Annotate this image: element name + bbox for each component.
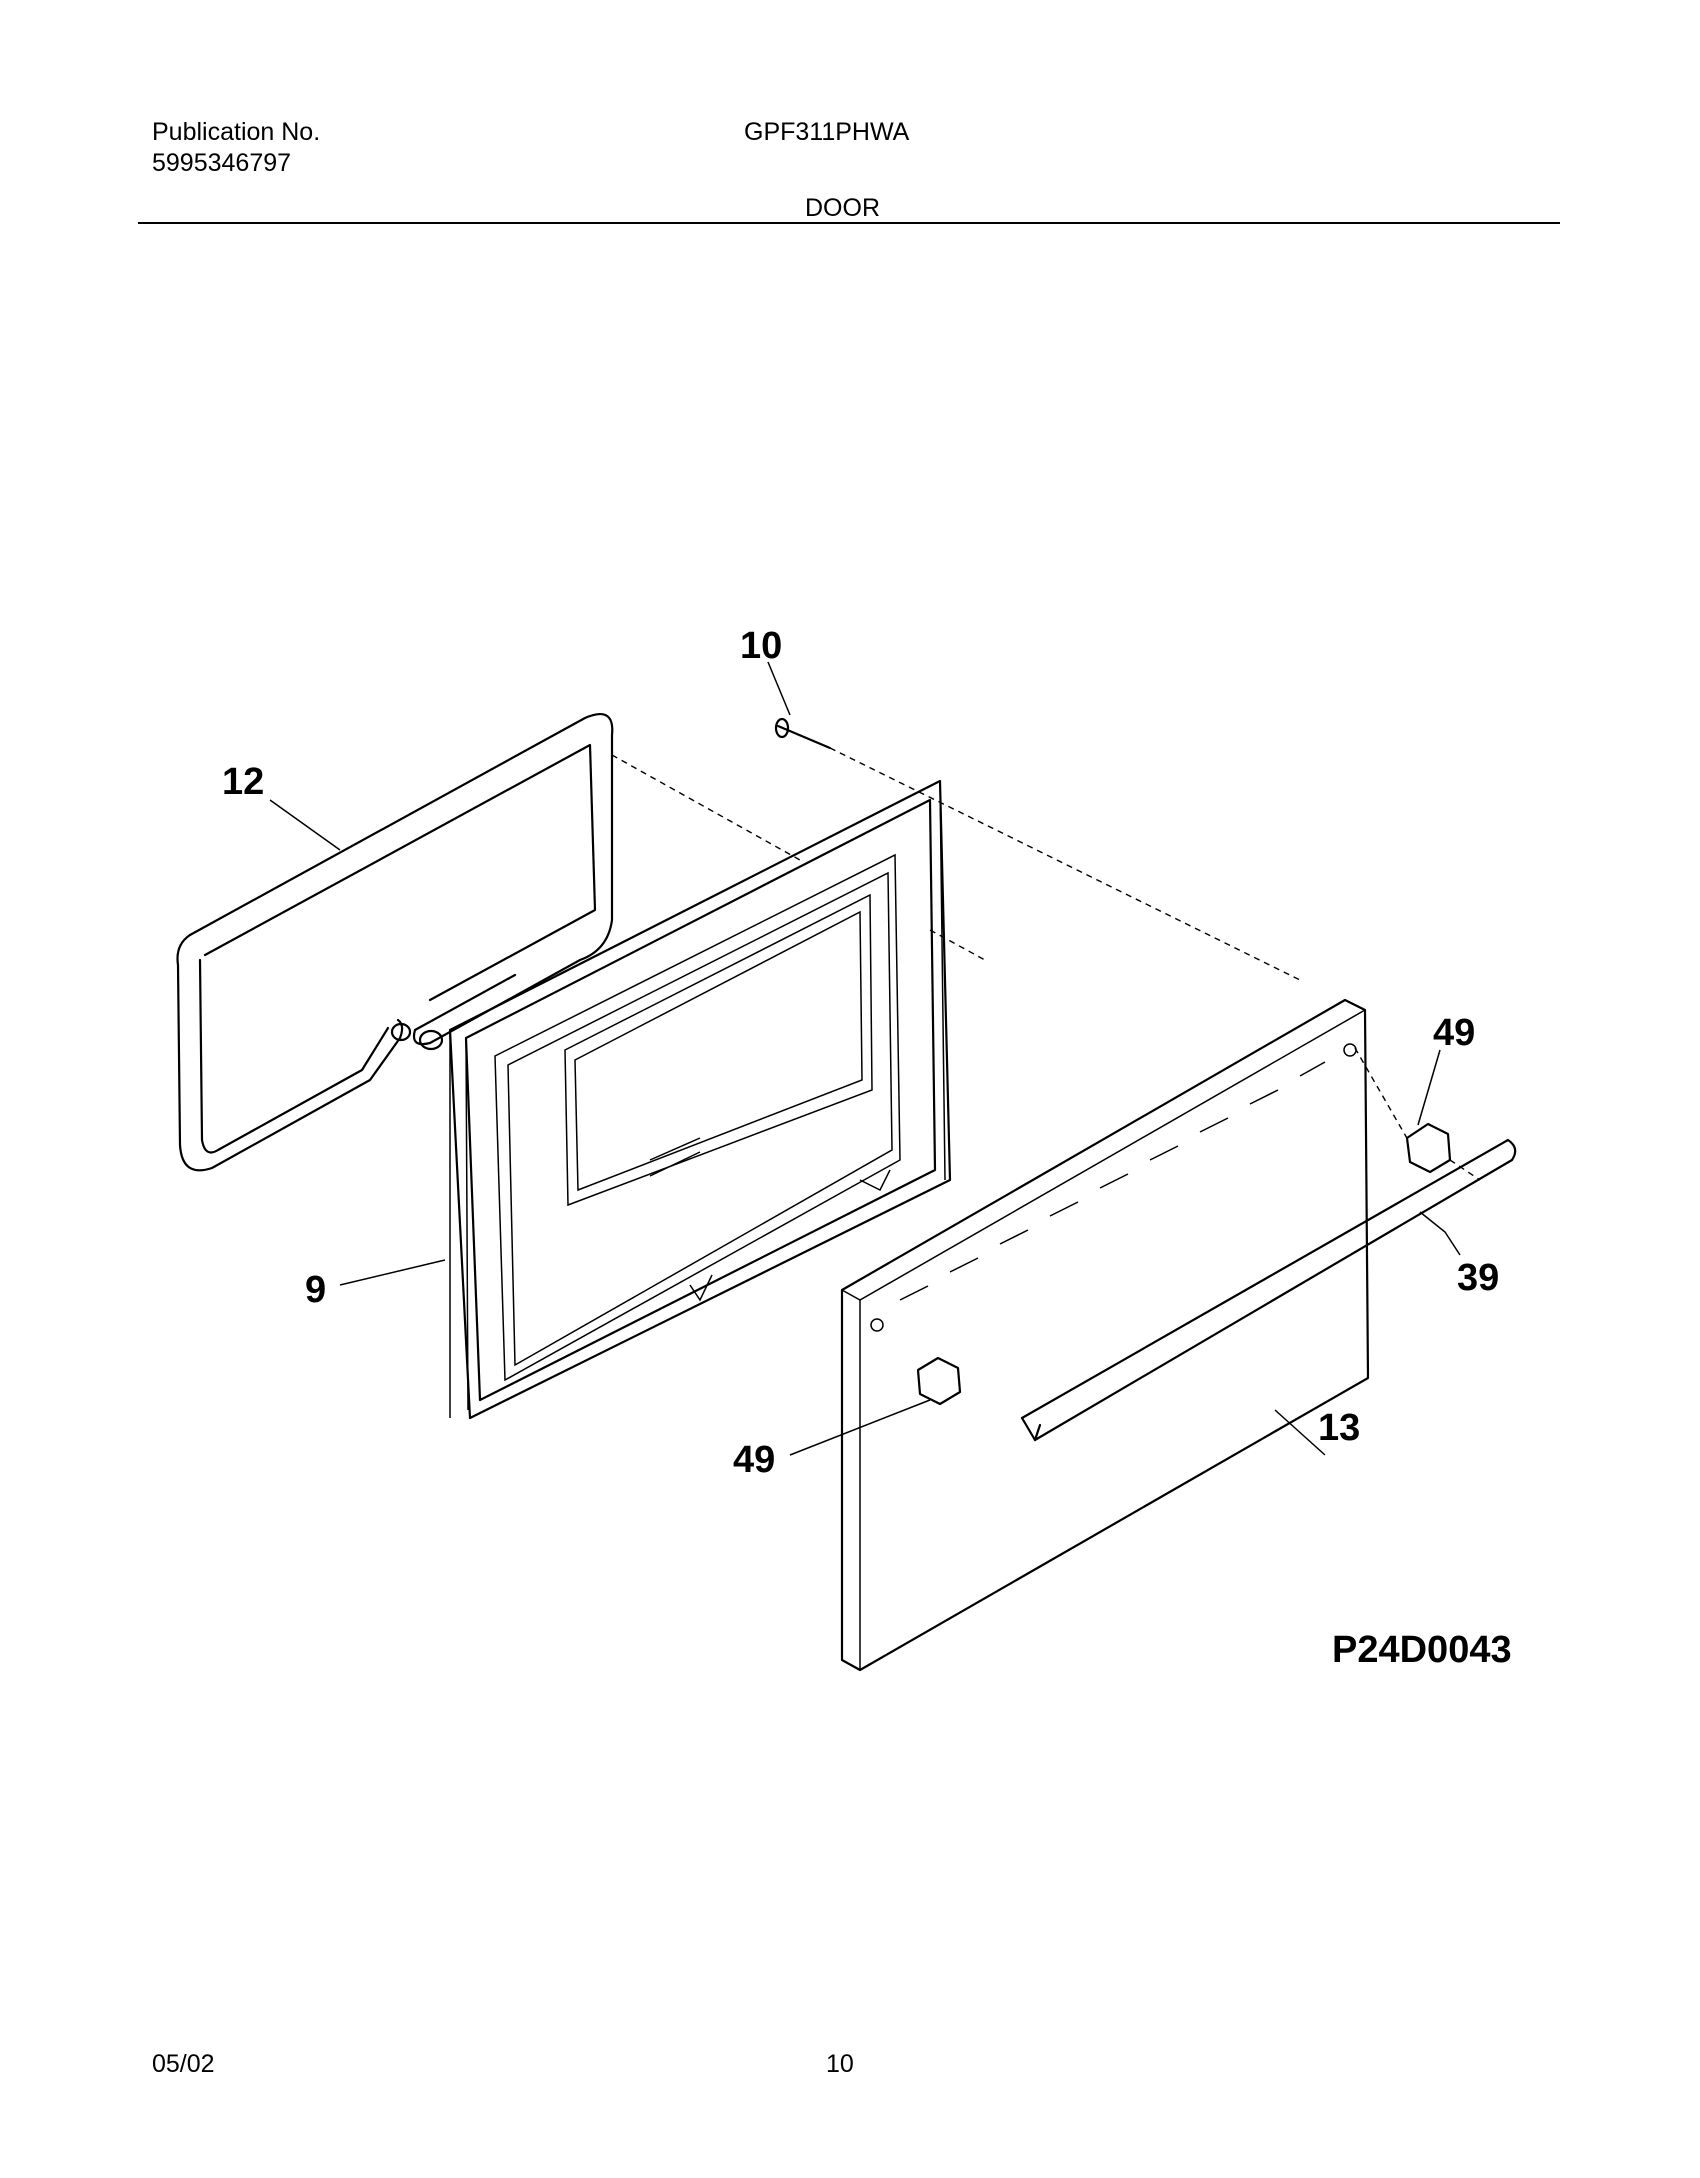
publication-number: 5995346797 bbox=[152, 149, 292, 177]
leader-line-9 bbox=[339, 1259, 446, 1286]
callout-39: 39 bbox=[1457, 1257, 1499, 1299]
door-handle bbox=[1020, 1138, 1517, 1442]
footer-date: 05/02 bbox=[152, 2050, 215, 2078]
leader-line-13 bbox=[1274, 1409, 1326, 1456]
leader-line-12 bbox=[269, 799, 341, 851]
page-number: 10 bbox=[826, 2050, 854, 2078]
callout-9: 9 bbox=[305, 1269, 326, 1311]
publication-label: Publication No. bbox=[152, 118, 321, 146]
model-number: GPF311PHWA bbox=[744, 118, 910, 146]
door-screw bbox=[774, 717, 832, 750]
callout-13: 13 bbox=[1318, 1407, 1360, 1449]
handle-end-cap-left bbox=[916, 1356, 962, 1406]
callout-12: 12 bbox=[222, 761, 264, 803]
callout-10: 10 bbox=[740, 625, 782, 667]
callout-49-right: 49 bbox=[1433, 1012, 1475, 1054]
leader-line-49-left bbox=[789, 1399, 931, 1456]
header-rule bbox=[138, 222, 1560, 224]
assembly-line bbox=[611, 754, 801, 861]
figure-id: P24D0043 bbox=[1332, 1629, 1512, 1671]
handle-end-cap-right bbox=[1405, 1122, 1452, 1174]
inner-door-frame bbox=[448, 779, 952, 1420]
outer-door-panel bbox=[840, 998, 1370, 1672]
assembly-line bbox=[929, 929, 986, 961]
section-title: DOOR bbox=[805, 194, 880, 222]
assembly-line bbox=[1354, 1047, 1409, 1141]
callout-49-left: 49 bbox=[733, 1439, 775, 1481]
leader-line-39 bbox=[1419, 1211, 1461, 1256]
leader-line-49-right bbox=[1417, 1049, 1441, 1126]
door-gasket bbox=[176, 713, 614, 1172]
leader-line-10 bbox=[767, 661, 791, 716]
assembly-line bbox=[829, 747, 1301, 981]
